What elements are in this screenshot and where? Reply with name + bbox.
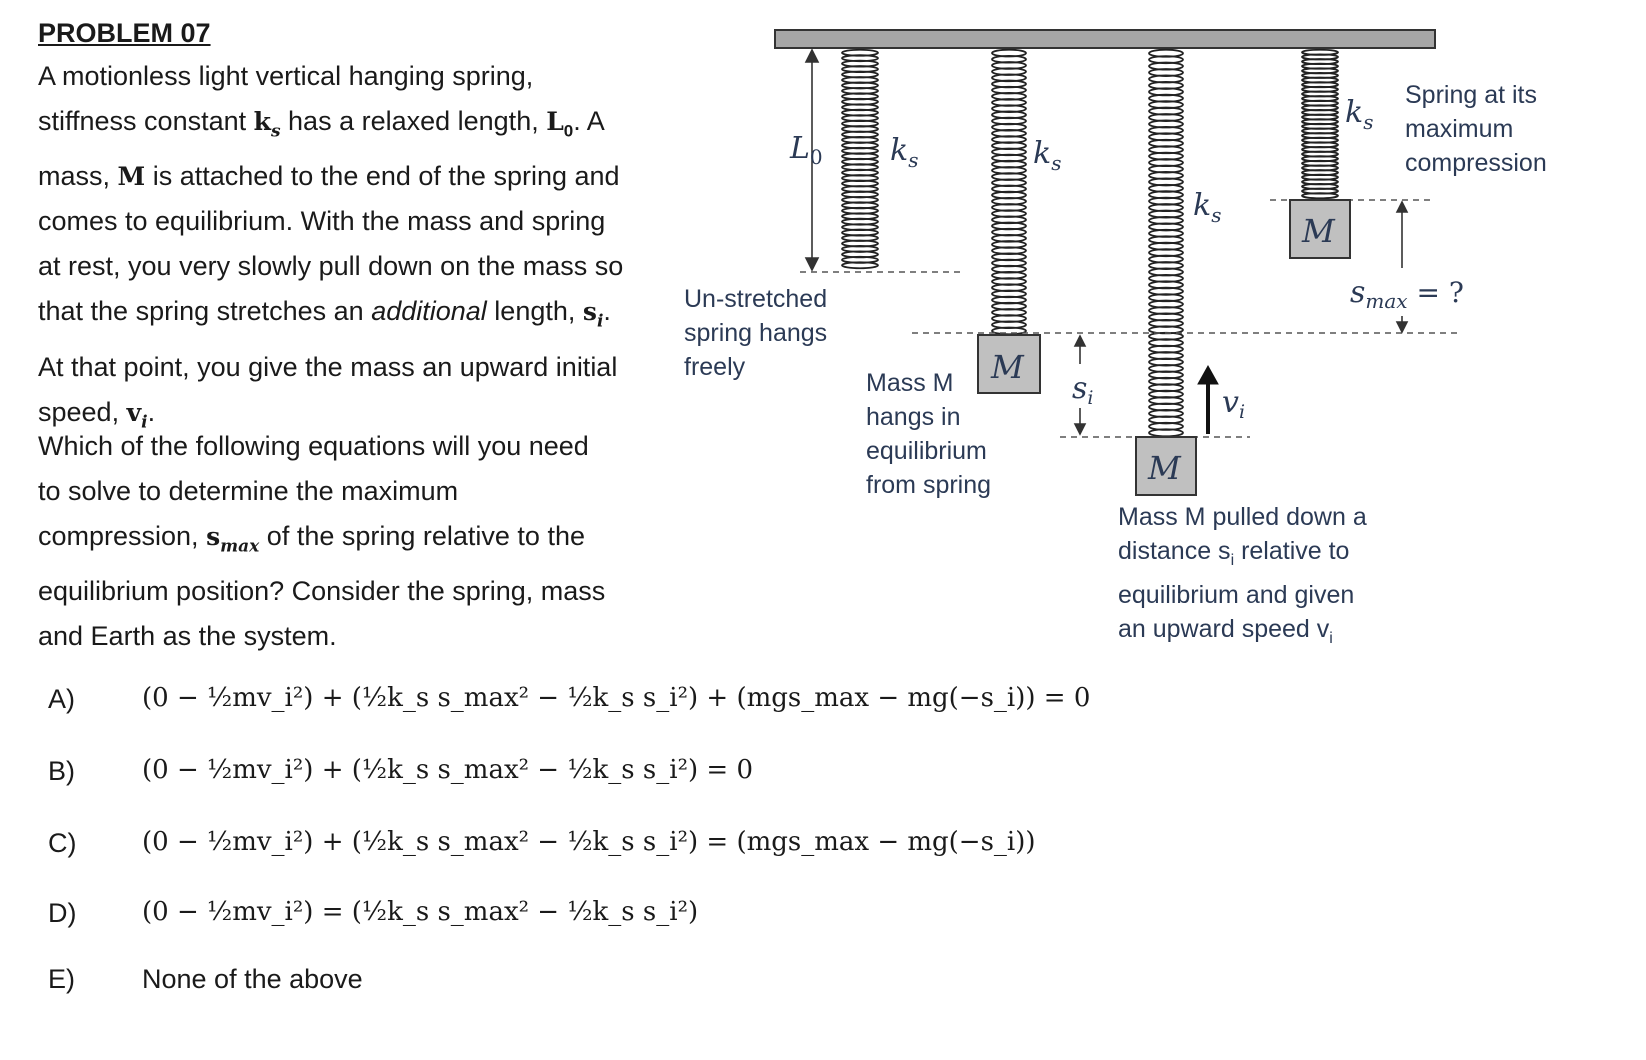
spring-coil: [1301, 192, 1339, 200]
problem-heading: PROBLEM 07: [38, 18, 211, 48]
statement-line-2: stiffness constant ks has a relaxed leng…: [38, 106, 605, 142]
ks-label-3: ks: [1193, 188, 1221, 227]
statement-line-3: mass, M is attached to the end of the sp…: [38, 161, 620, 192]
caption-max-compression: Spring at its maximum compression: [1405, 81, 1547, 177]
spring-equilibrium: [991, 48, 1027, 336]
statement-line-6: that the spring stretches an additional …: [38, 296, 611, 332]
spring-compressed: [1301, 48, 1339, 200]
statement-line-8: speed, vi.: [38, 396, 156, 433]
problem-statement: A motionless light vertical hanging spri…: [38, 54, 688, 445]
option-e-text: None of the above: [142, 964, 363, 994]
option-d-letter: D): [48, 898, 77, 928]
option-e-letter: E): [48, 964, 75, 994]
mass-block-equilibrium: [977, 334, 1041, 394]
mass-block-pulled: [1135, 436, 1197, 496]
L0-dimension-arrow: [804, 48, 820, 272]
caption-pulled: Mass M pulled down a distance si relativ…: [1118, 503, 1367, 647]
option-c-equation: (0 − ½mv_i²) + (½k_s s_max² − ½k_s s_i²)…: [142, 827, 1036, 857]
statement-line-1: A motionless light vertical hanging spri…: [38, 61, 534, 91]
vi-label: vi: [1222, 385, 1245, 423]
smax-label: smax = ?: [1350, 275, 1464, 313]
mass-label-equilibrium: M: [990, 348, 1025, 386]
question-line-2: to solve to determine the maximum: [38, 476, 459, 506]
si-dimension-arrow: [1073, 334, 1087, 436]
caption-unstretched: Un-stretched spring hangs freely: [684, 285, 828, 381]
option-c-letter: C): [48, 828, 77, 858]
spring-coil: [841, 261, 879, 270]
option-b-letter: B): [48, 756, 75, 786]
mass-label-pulled: M: [1147, 449, 1182, 487]
question-line-3: compression, smax of the spring relative…: [38, 521, 585, 557]
caption-equilibrium: Mass M hangs in equilibrium from spring: [866, 369, 992, 499]
option-a-equation: (0 − ½mv_i²) + (½k_s s_max² − ½k_s s_i²)…: [142, 683, 1091, 713]
option-a-letter: A): [48, 684, 75, 714]
ceiling-bar: [774, 29, 1436, 49]
ks-label-2: ks: [1033, 136, 1061, 175]
mass-label-compressed: M: [1301, 212, 1336, 250]
option-b-equation: (0 − ½mv_i²) + (½k_s s_max² − ½k_s s_i²)…: [142, 755, 753, 785]
mass-block-compressed: [1289, 199, 1351, 259]
velocity-arrow: [1197, 364, 1219, 434]
spring-pulled: [1148, 48, 1184, 438]
statement-line-7: At that point, you give the mass an upwa…: [38, 351, 618, 382]
L0-label: L0: [789, 131, 823, 169]
ks-label-4: ks: [1345, 95, 1373, 134]
question-line-4: equilibrium position? Consider the sprin…: [38, 576, 606, 607]
smax-dimension-arrow: [1395, 200, 1409, 334]
spring-relaxed: [841, 48, 879, 270]
statement-line-4: comes to equilibrium. With the mass and …: [38, 206, 606, 237]
option-d-equation: (0 − ½mv_i²) = (½k_s s_max² − ½k_s s_i²): [142, 897, 699, 927]
question-line-1: Which of the following equations will yo…: [38, 431, 589, 461]
si-label: si: [1072, 371, 1093, 409]
question-line-5: and Earth as the system.: [38, 621, 337, 652]
statement-line-5: at rest, you very slowly pull down on th…: [38, 251, 624, 282]
ks-label-1: ks: [890, 133, 918, 172]
question-statement: Which of the following equations will yo…: [38, 424, 688, 659]
